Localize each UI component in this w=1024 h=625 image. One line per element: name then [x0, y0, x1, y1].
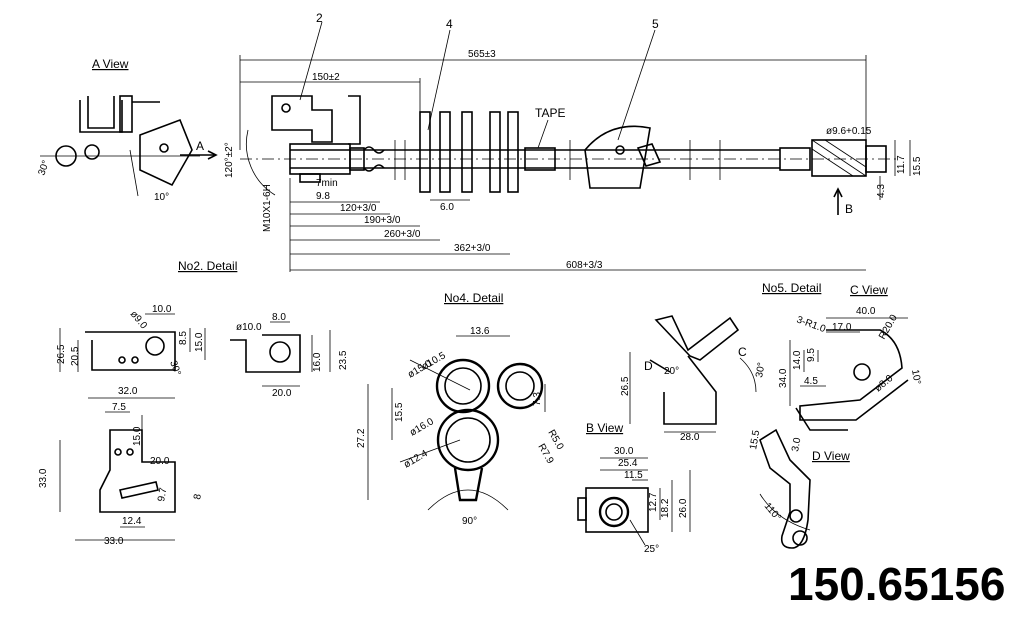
c-view-9-5: 9.5	[806, 348, 817, 362]
c-view-4-5: 4.5	[804, 376, 818, 387]
callout-4: 4	[446, 17, 453, 31]
a-view-30: 30°	[36, 159, 52, 177]
c-view-40: 40.0	[856, 306, 876, 317]
no2-10: 10.0	[152, 304, 172, 315]
no4-13-6: 13.6	[470, 326, 490, 337]
arrow-c-label: C	[738, 345, 747, 359]
c-view-10deg: 10°	[909, 369, 922, 386]
no4-7-3: 7.3	[532, 392, 543, 406]
d-view-15-5: 15.5	[748, 429, 762, 451]
a-view-10: 10°	[154, 192, 169, 203]
b-view-12-7: 12.7	[648, 492, 659, 512]
dim-9-8: 9.8	[316, 191, 330, 202]
no2-30deg: 30°	[167, 359, 183, 377]
b-view-30: 30.0	[614, 446, 634, 457]
dim-150: 150±2	[312, 72, 340, 83]
b-view-drawing	[577, 457, 691, 546]
b-view-25-4: 25.4	[618, 458, 638, 469]
callout-5: 5	[652, 17, 659, 31]
dim-6: 6.0	[440, 202, 454, 213]
no2-8b: 8	[192, 493, 204, 501]
a-view-title: A View	[92, 57, 129, 71]
no5-30deg: 30°	[754, 362, 767, 379]
c-view-34: 34.0	[778, 368, 789, 388]
no2-12-4: 12.4	[122, 516, 142, 527]
dim-190: 190+3/0	[364, 215, 401, 226]
dim-260: 260+3/0	[384, 229, 421, 240]
arrow-a-label: A	[196, 139, 204, 153]
dim-dia-9-6: ø9.6+0.15	[826, 126, 872, 137]
callout-2: 2	[316, 11, 323, 25]
arrow-b-label: B	[845, 202, 853, 216]
no5-detail-drawing	[629, 315, 757, 433]
no2-20-5: 20.5	[70, 346, 81, 366]
no4-27-2: 27.2	[356, 428, 367, 448]
no2-15: 15.0	[194, 332, 205, 352]
no2-26-5: 26.5	[56, 344, 67, 364]
b-view-18-2: 18.2	[660, 498, 671, 518]
b-view-26: 26.0	[678, 498, 689, 518]
dim-11-7: 11.7	[896, 155, 907, 174]
no2-23-5: 23.5	[338, 350, 349, 370]
no2-32: 32.0	[118, 386, 138, 397]
no4-90deg: 90°	[462, 516, 477, 527]
part-number: 150.65156	[788, 558, 1005, 610]
no5-28: 28.0	[680, 432, 700, 443]
no2-15b: 15.0	[132, 426, 143, 446]
d-view-110deg: 110°	[762, 501, 783, 523]
no2-8: 8.0	[272, 312, 286, 323]
d-view-title: D View	[812, 449, 850, 463]
c-view-14: 14.0	[792, 350, 803, 370]
no2-dia9: ø9.0	[128, 309, 150, 332]
c-view-r20: R20.0	[877, 313, 900, 342]
b-view-11-5: 11.5	[624, 470, 643, 481]
no5-20deg: 20°	[664, 366, 679, 377]
dim-angle-120: 120°±2°	[224, 142, 235, 178]
dim-4-3: 4.3	[876, 184, 887, 198]
no2-16: 16.0	[312, 352, 323, 372]
a-view-drawing	[40, 95, 200, 197]
b-view-title: B View	[586, 421, 623, 435]
c-view-drawing	[789, 317, 909, 431]
c-view-title: C View	[850, 283, 888, 297]
main-assembly	[180, 21, 911, 272]
no4-dia16: ø16.0	[408, 416, 436, 439]
no2-20: 20.0	[150, 456, 170, 467]
dim-thread: M10X1-6H	[262, 184, 273, 232]
no4-detail-drawing	[367, 335, 546, 511]
no2-8-5: 8.5	[178, 331, 189, 345]
b-view-25deg: 25°	[644, 544, 659, 555]
dim-7min: 7min	[316, 178, 338, 189]
no2-detail-title: No2. Detail	[178, 259, 237, 273]
no4-dia15: ø15.0	[406, 358, 434, 381]
dim-120: 120+3/0	[340, 203, 377, 214]
c-view-17: 17.0	[832, 322, 852, 333]
arrow-d-label: D	[644, 359, 653, 373]
c-view-3-r1: 3-R1.0	[795, 314, 827, 335]
no2-dia10: ø10.0	[236, 322, 262, 333]
d-view-3: 3.0	[790, 436, 803, 452]
no2-33b: 33.0	[104, 536, 124, 547]
no4-dia12-4: ø12.4	[402, 448, 430, 471]
no2-9-7: 9.7	[156, 486, 169, 502]
no5-detail-title: No5. Detail	[762, 281, 821, 295]
dim-overall: 565±3	[468, 49, 496, 60]
no5-26-5: 26.5	[620, 376, 631, 396]
d-view-drawing	[759, 428, 811, 549]
no2-20b: 20.0	[272, 388, 292, 399]
no2-detail-drawing	[59, 313, 331, 541]
dim-362: 362+3/0	[454, 243, 491, 254]
no4-detail-title: No4. Detail	[444, 291, 503, 305]
no2-7-5: 7.5	[112, 402, 126, 413]
no4-15-5: 15.5	[394, 402, 405, 422]
dim-608: 608+3/3	[566, 260, 603, 271]
dim-15-5: 15.5	[912, 156, 923, 176]
no2-33: 33.0	[38, 468, 49, 488]
tape-label: TAPE	[535, 106, 565, 120]
